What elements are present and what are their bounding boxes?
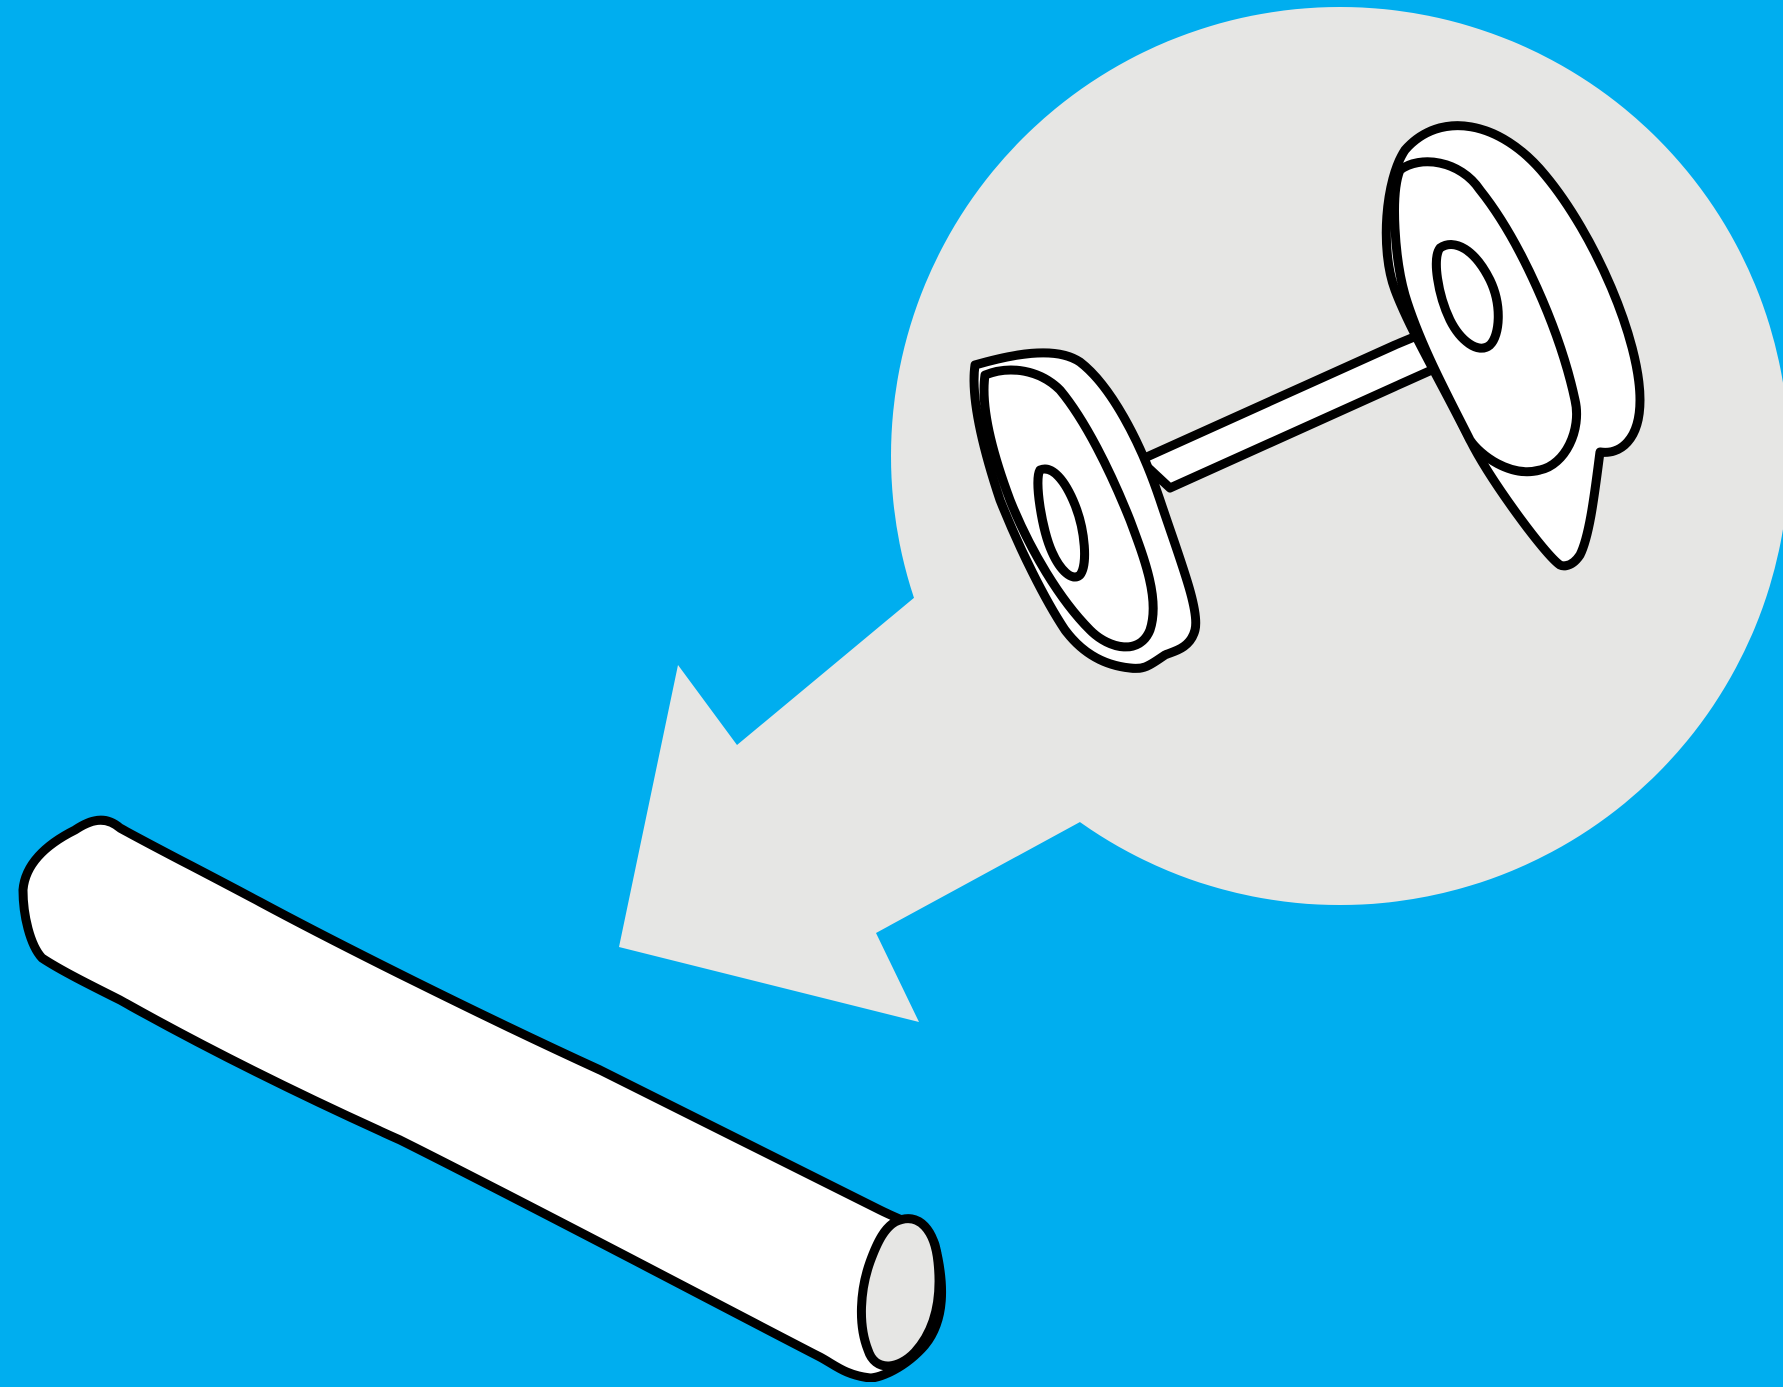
illustration-canvas bbox=[0, 0, 1783, 1382]
illustration-svg bbox=[0, 0, 1783, 1382]
